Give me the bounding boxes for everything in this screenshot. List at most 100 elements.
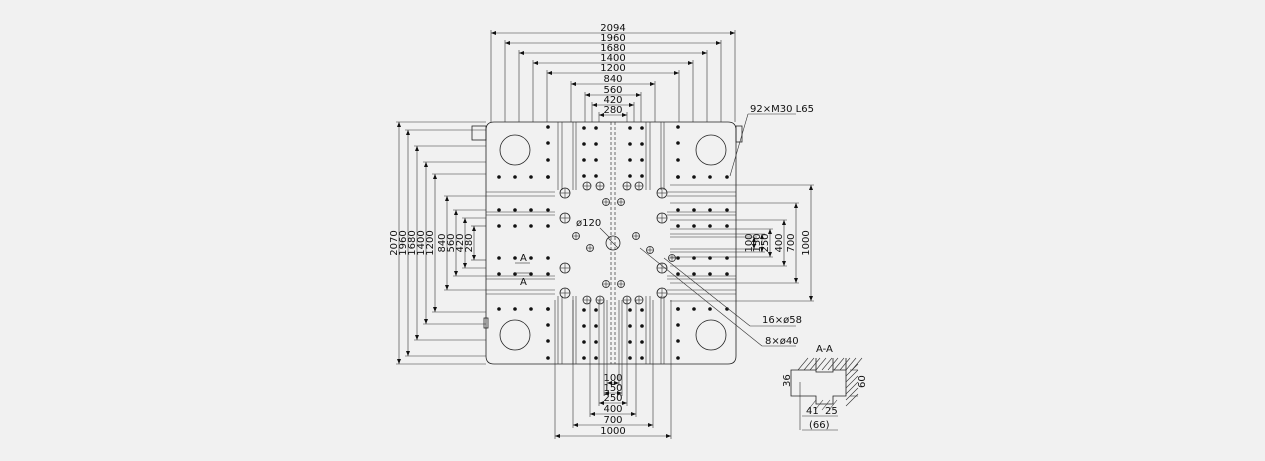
right-dim-3-label: 400 xyxy=(774,233,785,252)
bolt-hole xyxy=(640,174,644,178)
bolt-hole xyxy=(640,126,644,130)
top-dim-3: 1400 xyxy=(533,53,693,65)
bolt-hole xyxy=(725,175,729,179)
bolt-hole xyxy=(546,339,550,343)
top-dim-1-label: 1960 xyxy=(600,33,625,44)
bolt-holes xyxy=(497,125,729,360)
bolt-hole xyxy=(676,175,680,179)
bolt-hole xyxy=(725,272,729,276)
top-dim-1: 1960 xyxy=(505,33,721,45)
ringed-hole xyxy=(559,262,571,274)
bolt-hole xyxy=(676,307,680,311)
bolt-hole xyxy=(676,224,680,228)
bolt-hole xyxy=(676,208,680,212)
ringed-hole xyxy=(586,244,594,252)
ringed-hole xyxy=(622,181,632,191)
right-dim-4-label: 700 xyxy=(786,233,797,252)
tie-bar-holes xyxy=(499,134,727,351)
bolt-hole xyxy=(497,175,501,179)
bottom-dim-2-label: 250 xyxy=(603,393,622,404)
bolt-hole xyxy=(628,142,632,146)
top-dim-8-label: 280 xyxy=(603,105,622,116)
top-dim-6-label: 560 xyxy=(603,85,622,96)
ringed-hole xyxy=(617,280,625,288)
bolt-hole xyxy=(546,323,550,327)
left-dim-2-label: 1680 xyxy=(407,230,418,255)
bolt-hole xyxy=(582,158,586,162)
ringed-hole xyxy=(634,295,644,305)
right-dim-0-label: 100 xyxy=(744,233,755,252)
bolt-hole xyxy=(640,158,644,162)
bolt-hole xyxy=(725,224,729,228)
right-dim-2-label: 250 xyxy=(760,233,771,252)
bolt-hole xyxy=(676,356,680,360)
left-dim-2: 1680 xyxy=(407,146,419,340)
bolt-hole xyxy=(628,340,632,344)
ringed-hole xyxy=(595,295,605,305)
holes-40-callout: 8×ø40 xyxy=(639,247,799,347)
bolt-hole xyxy=(497,307,501,311)
right-dim-3: 400 xyxy=(774,220,786,266)
bolt-hole xyxy=(497,208,501,212)
bolt-hole xyxy=(582,174,586,178)
center-hole-callout-text: ø120 xyxy=(576,218,601,229)
section-marker: A A xyxy=(515,253,530,288)
bolt-hole xyxy=(628,126,632,130)
right-dim-4: 700 xyxy=(786,203,798,283)
bottom-dim-0: 100 xyxy=(603,373,623,385)
left-dim-1: 1960 xyxy=(398,130,410,356)
bolt-hole xyxy=(529,175,533,179)
bolt-hole xyxy=(708,272,712,276)
ringed-hole xyxy=(656,212,668,224)
bolt-hole xyxy=(628,324,632,328)
section-title: A-A xyxy=(816,344,833,355)
bolt-hole xyxy=(640,340,644,344)
bolt-hole xyxy=(529,208,533,212)
bolt-hole xyxy=(676,323,680,327)
bolt-hole xyxy=(640,142,644,146)
bolt-hole xyxy=(692,307,696,311)
bolt-hole xyxy=(676,339,680,343)
bolt-hole xyxy=(546,224,550,228)
bolt-hole xyxy=(546,356,550,360)
top-dim-0: 2094 xyxy=(491,23,735,35)
bolt-hole xyxy=(640,324,644,328)
platen-outline xyxy=(471,121,743,365)
top-dim-4-label: 1200 xyxy=(600,63,625,74)
ringed-hole xyxy=(632,232,640,240)
center-hole-callout: ø120 xyxy=(576,218,611,239)
bolt-hole xyxy=(546,256,550,260)
bolt-hole xyxy=(513,224,517,228)
ringed-hole xyxy=(582,181,592,191)
top-dim-7: 420 xyxy=(592,95,634,107)
bottom-dim-2: 250 xyxy=(599,393,627,405)
bottom-dim-3-label: 400 xyxy=(603,404,622,415)
top-dim-5: 840 xyxy=(571,74,655,86)
bolt-hole xyxy=(628,174,632,178)
bolt-hole xyxy=(725,208,729,212)
bolt-hole xyxy=(676,158,680,162)
bottom-dim-1: 150 xyxy=(603,383,623,395)
bolt-hole xyxy=(708,208,712,212)
ringed-hole xyxy=(582,295,592,305)
bolt-hole xyxy=(594,356,598,360)
bottom-dim-4-label: 700 xyxy=(603,415,622,426)
bolt-hole xyxy=(594,340,598,344)
top-dim-6: 560 xyxy=(585,85,641,97)
bolt-hole xyxy=(529,224,533,228)
ringed-hole xyxy=(595,181,605,191)
bolt-hole xyxy=(692,224,696,228)
ringed-hole xyxy=(559,212,571,224)
ringed-hole xyxy=(602,280,610,288)
holes-58-callout: 16×ø58 xyxy=(663,257,802,327)
left-dim-0-label: 2070 xyxy=(389,230,400,255)
bolt-callout-text: 92×M30 L65 xyxy=(750,104,814,115)
section-dim-66: (66) xyxy=(809,420,830,431)
left-dim-6: 560 xyxy=(446,210,458,276)
bolt-hole xyxy=(513,175,517,179)
bolt-hole xyxy=(582,126,586,130)
top-dim-3-label: 1400 xyxy=(600,53,625,64)
right-dim-5: 1000 xyxy=(801,185,813,301)
top-dim-7-label: 420 xyxy=(603,95,622,106)
